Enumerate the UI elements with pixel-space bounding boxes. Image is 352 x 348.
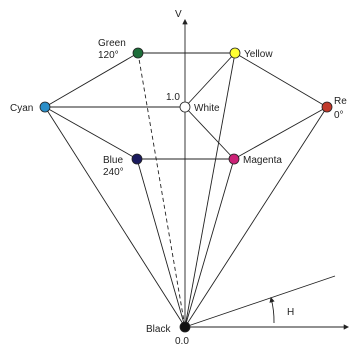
- green-node: [132, 47, 144, 59]
- yellow-label: Yellow: [244, 49, 273, 60]
- hue-arc: [269, 296, 275, 324]
- hexagon-edges: [44, 52, 328, 160]
- red-angle-label: 0°: [334, 110, 344, 121]
- green-angle-label: 120°: [98, 50, 119, 61]
- cyan-label: Cyan: [10, 103, 33, 114]
- cone-edges: [44, 52, 328, 328]
- red-node: [321, 101, 333, 113]
- blue-node: [131, 153, 143, 165]
- magenta-node: [228, 153, 240, 165]
- blue-label: Blue: [103, 155, 123, 166]
- v-axis-label: V: [175, 9, 182, 20]
- v-top-value-label: 1.0: [166, 92, 180, 103]
- white-label: White: [194, 103, 220, 114]
- h-angle-label: H: [287, 307, 294, 318]
- center-spokes: [45, 52, 236, 160]
- white-node: [179, 101, 191, 113]
- green-label: Green: [98, 38, 126, 49]
- black-label: Black: [146, 324, 171, 335]
- yellow-node: [229, 47, 241, 59]
- blue-angle-label: 240°: [103, 167, 124, 178]
- v-bottom-value-label: 0.0: [175, 336, 189, 347]
- cyan-node: [39, 101, 51, 113]
- black-node: [179, 321, 191, 333]
- red-label: Re: [334, 96, 347, 107]
- hue-ray: [184, 275, 336, 328]
- magenta-label: Magenta: [243, 155, 282, 166]
